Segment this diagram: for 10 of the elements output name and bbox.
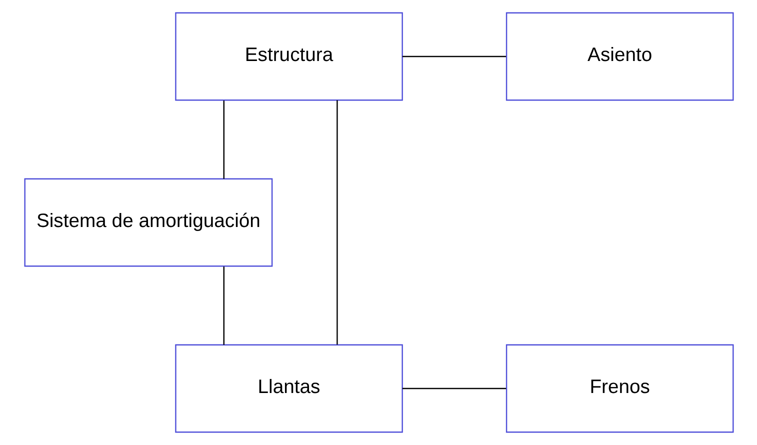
connector — [402, 388, 506, 390]
connector — [222, 100, 224, 179]
node-box: Estructura — [174, 12, 402, 101]
node-box: Asiento — [505, 12, 734, 101]
node-box: Llantas — [174, 344, 402, 433]
connector — [222, 266, 224, 345]
connector — [402, 56, 506, 58]
node-box: Frenos — [505, 344, 734, 433]
connector — [336, 100, 338, 345]
node-box: Sistema de amortiguación — [24, 178, 272, 267]
